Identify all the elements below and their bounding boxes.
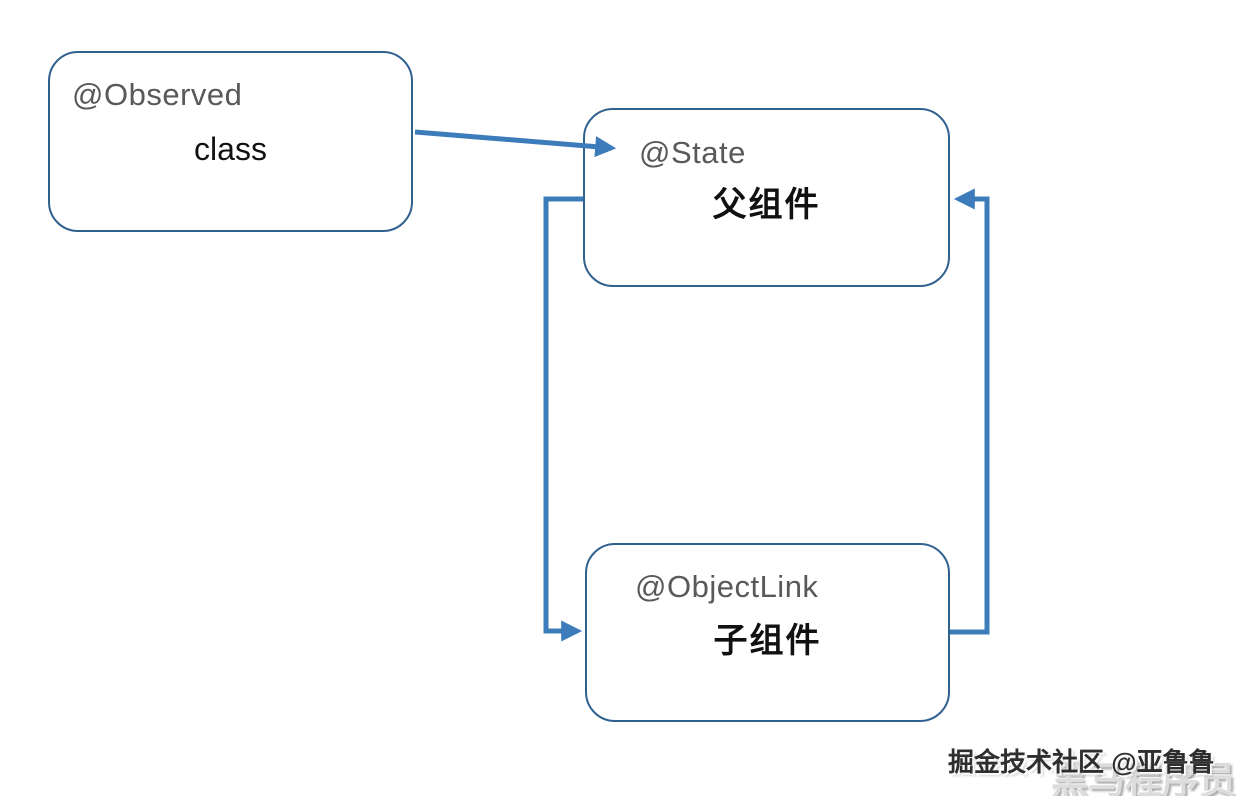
node-objectlink-annotation: @ObjectLink [635,569,819,604]
node-objectlink-child: @ObjectLink 子组件 [585,543,950,722]
node-state-parent: @State 父组件 [583,108,950,287]
node-state-label: 父组件 [712,186,821,224]
watermark-heima: 黑马程序员 [1051,760,1236,796]
watermark-juejin-author: 掘金技术社区 @亚鲁鲁 [948,747,1215,777]
node-state-annotation: @State [639,135,746,170]
node-observed-class: @Observed class [48,51,413,232]
arrow-objectlink-to-state [950,188,990,635]
node-observed-annotation: @Observed [72,77,243,112]
node-objectlink-label: 子组件 [713,622,822,660]
node-observed-label: class [194,131,267,167]
arrow-state-to-objectlink [543,196,583,642]
